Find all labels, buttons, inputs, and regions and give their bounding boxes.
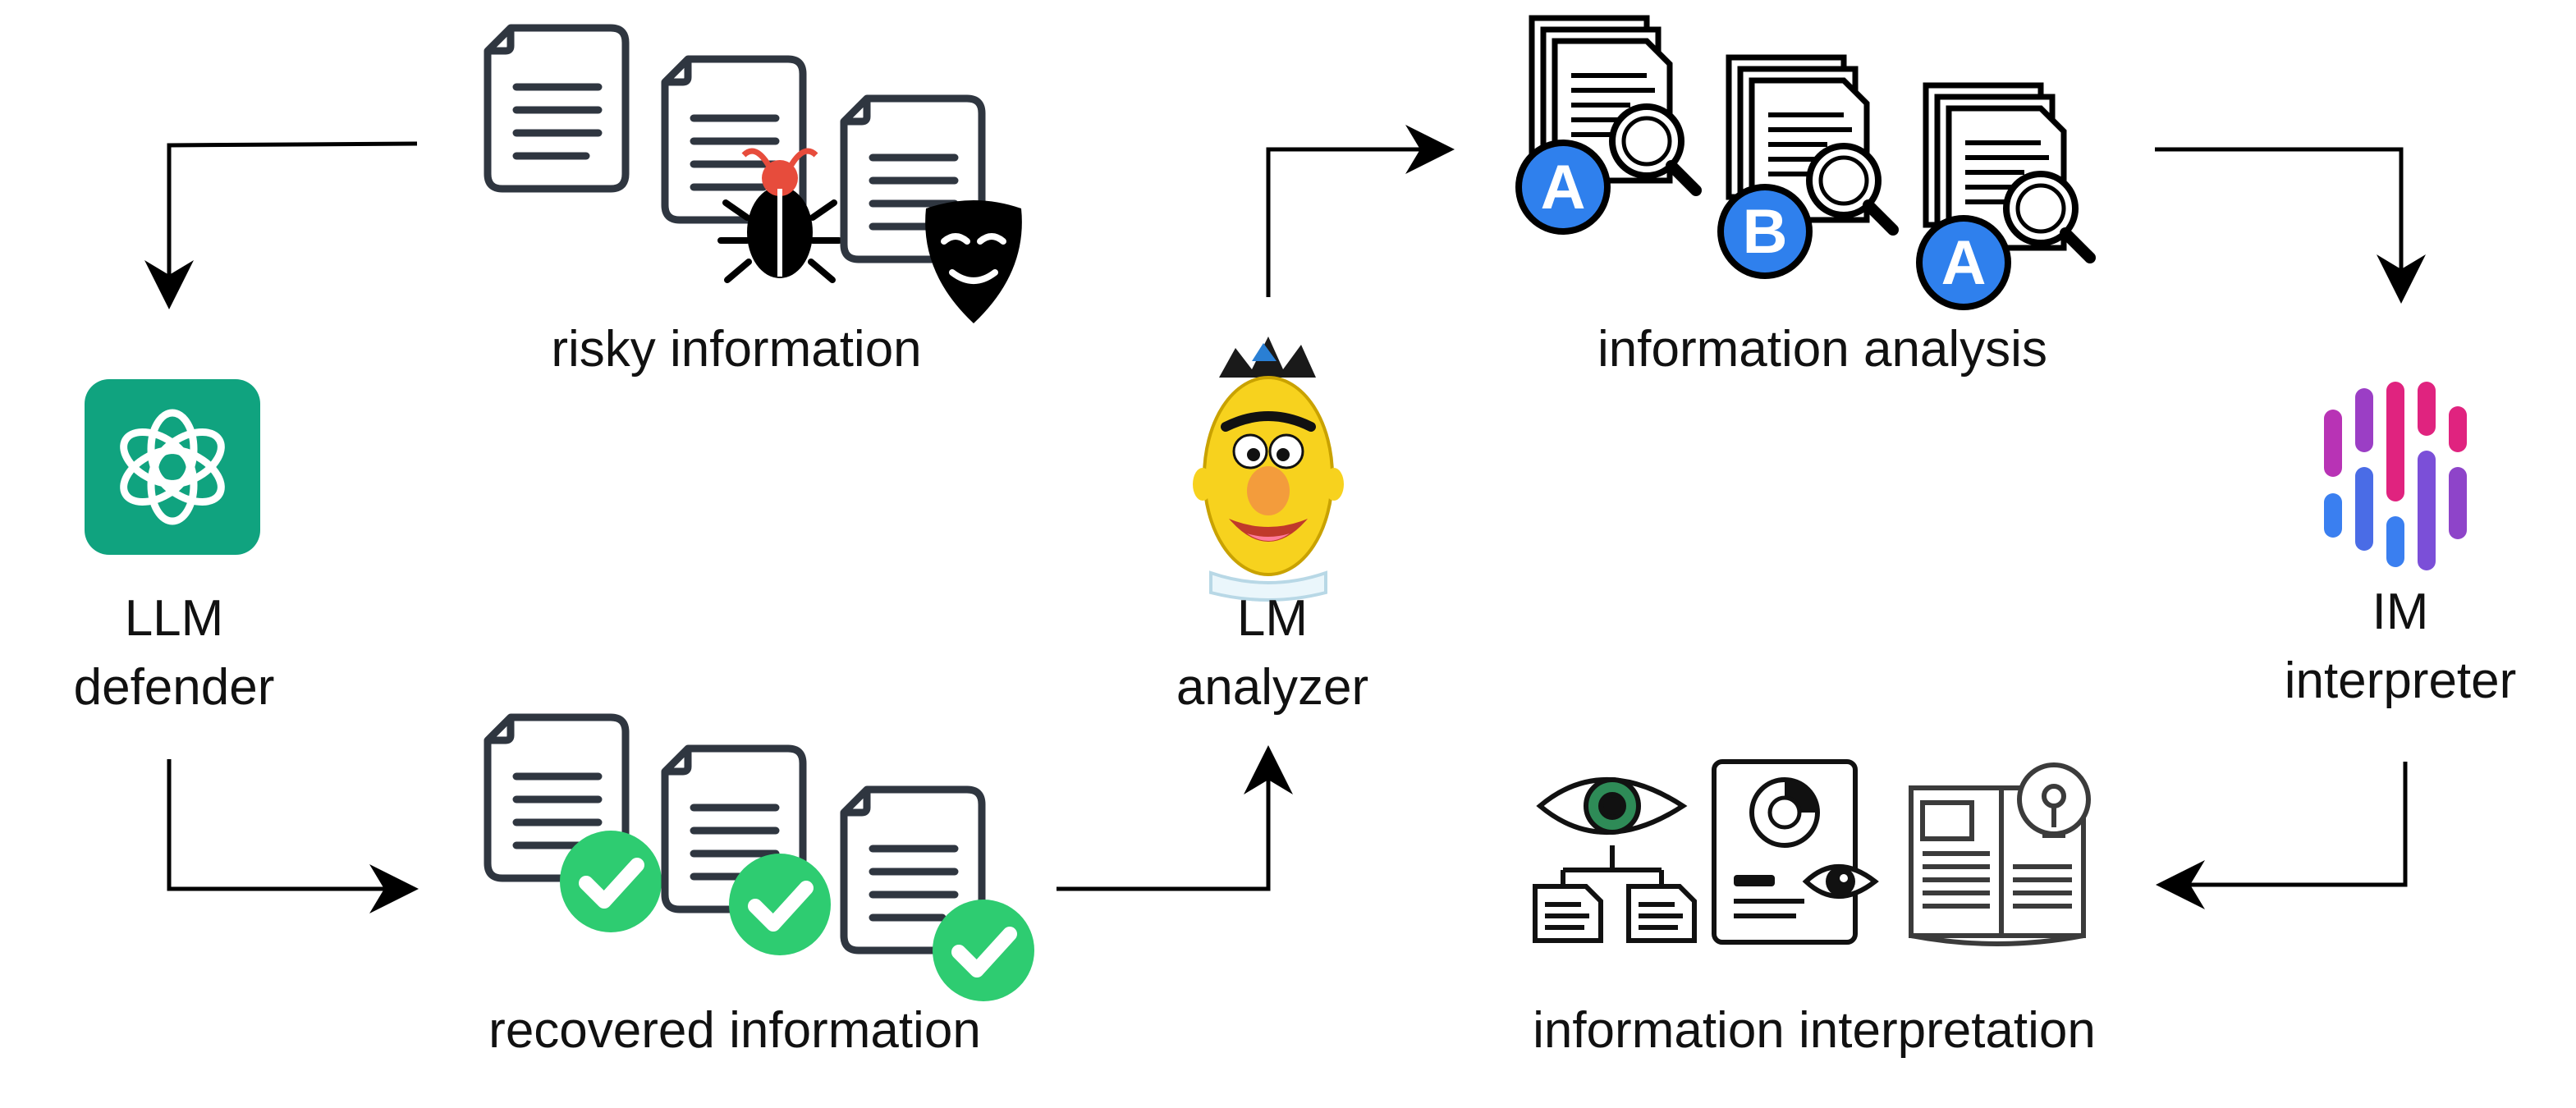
badge-a-icon: A	[1515, 140, 1611, 235]
document-icon	[488, 28, 626, 189]
information-analysis-group: A B A information analysis	[1515, 18, 2090, 378]
book-idea-icon	[1909, 762, 2091, 946]
recovered-information-group: recovered information	[488, 717, 1034, 1059]
llm-defender-group: LLM defender	[74, 379, 275, 716]
arrow-analyzer-to-analysis	[1266, 125, 1455, 297]
badge-b-icon: B	[1717, 184, 1813, 279]
openai-logo-icon	[85, 379, 260, 555]
document-check-icon	[844, 790, 1034, 1001]
im-interpreter-label-line2: interpreter	[2285, 652, 2517, 709]
recovered-information-label: recovered information	[488, 1002, 981, 1059]
information-analysis-label: information analysis	[1597, 321, 2047, 378]
eye-hierarchy-icon	[1533, 777, 1697, 943]
badge-a-icon: A	[1916, 215, 2011, 310]
arrow-defender-to-recovered	[167, 759, 419, 913]
risky-information-group: risky information	[488, 28, 1022, 378]
information-interpretation-group: information interpretation	[1533, 759, 2096, 1059]
arrow-interpreter-to-interpretation	[2156, 762, 2408, 909]
arrow-analysis-to-interpreter	[2155, 147, 2426, 304]
mask-icon	[925, 200, 1022, 323]
lm-analyzer-label-line2: analyzer	[1176, 659, 1368, 716]
document-check-icon	[665, 749, 831, 955]
im-interpreter-label-line1: IM	[2372, 584, 2429, 640]
bert-character-icon	[1193, 337, 1344, 602]
flow-arrows	[144, 125, 2426, 913]
llm-defender-label-line1: LLM	[125, 590, 224, 647]
arrow-risky-to-defender	[144, 141, 418, 309]
bug-icon	[717, 148, 842, 283]
bar-logo-icon	[2324, 382, 2467, 570]
document-check-icon	[488, 717, 662, 932]
information-interpretation-label: information interpretation	[1533, 1002, 2096, 1059]
llm-defender-label-line2: defender	[74, 659, 275, 716]
lm-analyzer-group: LM analyzer	[1176, 337, 1368, 716]
im-interpreter-group: IM interpreter	[2285, 382, 2517, 709]
lm-analyzer-label-line1: LM	[1237, 590, 1308, 647]
arrow-recovered-to-analyzer	[1057, 745, 1293, 891]
badge-a-letter: A	[1941, 228, 1987, 298]
badge-b-letter: B	[1743, 197, 1788, 267]
risky-information-label: risky information	[551, 321, 921, 378]
report-eye-icon	[1712, 759, 1879, 945]
badge-a-letter: A	[1541, 153, 1586, 222]
